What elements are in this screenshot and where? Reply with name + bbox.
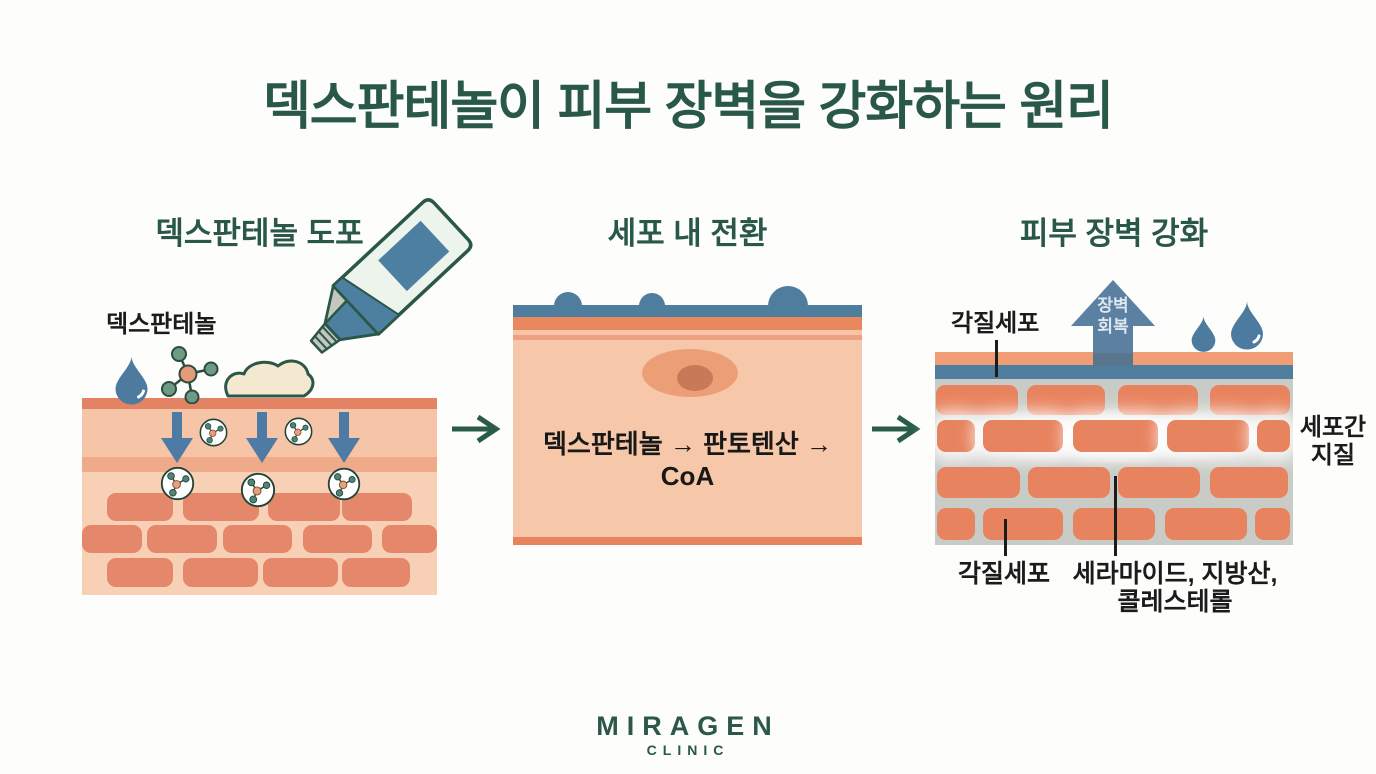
water-drop-icon [115,356,148,405]
water-drop-icon [1191,316,1216,352]
brick [1257,420,1290,452]
pointer-line [995,340,998,377]
epidermis-band-deep [82,457,437,472]
brick [1210,467,1288,498]
membrane-bump [768,286,808,306]
brick [107,493,173,521]
penetration-arrow-icon [161,412,193,463]
brick [223,525,292,553]
skin-surface-strip [82,398,437,409]
molecule-circle-icon [240,472,276,508]
brick [107,558,173,587]
panel-strengthen-header: 피부 장벽 강화 [1019,216,1209,251]
brand-logo-sub: CLINIC [646,742,730,758]
panel-convert-header: 세포 내 전환 [607,216,768,251]
molecule-circle-icon [327,467,361,501]
brick [268,493,340,521]
brick [263,558,338,587]
brick [983,420,1063,452]
brick [983,508,1063,540]
label-intercellular-lipid: 세포간 지질 [1296,414,1370,470]
molecule-circle-icon [160,466,195,501]
membrane-bump [639,293,665,306]
brick [1027,385,1105,415]
water-drop-icon [1231,301,1263,350]
brick [1210,385,1290,415]
label-lipids-line2: 콜레스테롤 [1117,588,1233,616]
label-intercellular-line1: 세포간 [1299,414,1367,441]
ointment-tube-icon [309,198,473,354]
page-title: 덱스판테놀이 피부 장벽을 강화하는 원리 [262,78,1114,136]
brick [1165,508,1247,540]
brick [1118,467,1200,498]
label-lipids-line1: 세라마이드, 지방산, [1072,560,1278,588]
label-lipid-components: 세라마이드, 지방산, 콜레스테롤 [1060,560,1290,616]
membrane-bump [554,292,582,306]
brick [1073,420,1158,452]
brick [303,525,372,553]
label-intercellular-line2: 지질 [1310,442,1356,469]
brick [1118,385,1198,415]
brick [342,493,412,521]
nucleolus [677,365,713,391]
brick [382,525,437,553]
pointer-line [1004,519,1007,556]
cell-band-thin [513,335,862,340]
barrier-repair-line2: 회복 [1097,317,1129,336]
brick [1167,420,1249,452]
brick [936,385,1018,415]
barrier-repair-arrow-icon [1071,280,1155,366]
label-corneocyte-top: 각질세포 [951,310,1040,337]
panel-apply-header: 덱스판테놀 도포 [155,216,364,251]
barrier-repair-label: 장벽 회복 [1080,295,1146,337]
penetration-arrow-icon [328,412,360,463]
cell-bottom-strip [513,537,862,545]
barrier-repair-line1: 장벽 [1097,296,1129,315]
conversion-reaction-text: 덱스판테놀 → 판토텐산 → CoA [543,429,832,491]
dexpanthenol-label: 덱스판테놀 [106,311,217,338]
pointer-line [1114,476,1117,556]
brick [937,467,1020,498]
brick [183,558,258,587]
brick [82,525,142,553]
brick [342,558,410,587]
penetration-arrow-icon [246,412,278,463]
dexpanthenol-molecule-icon [161,346,219,404]
corneocyte-brick-wall [82,398,437,595]
cell-cortex-band [513,317,862,330]
label-corneocyte-bottom: 각질세포 [958,560,1051,588]
brick [1028,467,1110,498]
brand-logo: MIRAGEN [596,711,780,741]
molecule-circle-icon [199,418,228,447]
flow-arrow-icon [452,414,501,444]
cell-membrane-strip [513,305,862,317]
cream-blob-icon [224,359,315,398]
barrier-blue-strip [935,365,1293,379]
brick [937,508,975,540]
cell-band-light [513,330,862,335]
brick [147,525,217,553]
corneocyte-brick-wall [935,352,1293,545]
brick [1255,508,1290,540]
flow-arrow-icon [872,414,921,444]
brick [937,420,975,452]
cell-illustration [513,286,862,545]
molecule-circle-icon [284,417,313,446]
